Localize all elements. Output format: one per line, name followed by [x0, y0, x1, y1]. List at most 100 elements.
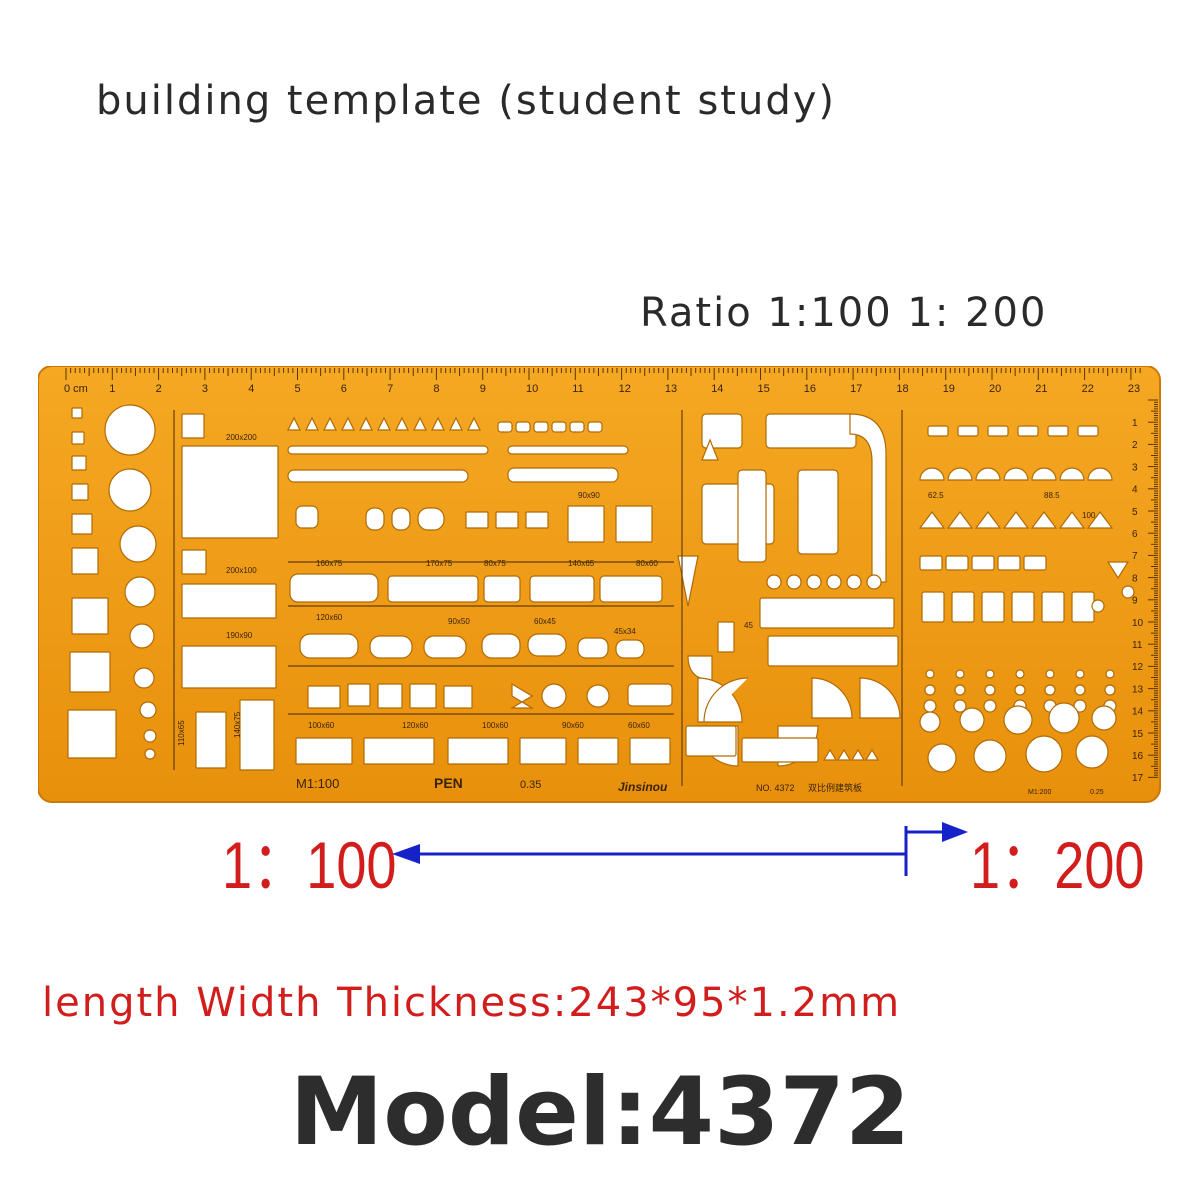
ruler-number: 5	[295, 383, 301, 395]
stencil-shape	[305, 416, 319, 431]
stencil-cutout	[921, 591, 945, 623]
side-ruler-number: 13	[1132, 684, 1144, 695]
size-label: 160x75	[316, 559, 343, 568]
stencil-circle	[1121, 585, 1135, 599]
stencil-cutout	[495, 511, 519, 529]
stencil-circle	[1045, 669, 1055, 679]
stencil-shape	[1002, 511, 1030, 529]
ratio-label: Ratio 1:100 1: 200	[640, 290, 1048, 336]
stencil-cutout	[181, 549, 207, 575]
stencil-cutout	[423, 635, 467, 659]
stencil-circle	[866, 574, 882, 590]
size-label: 120x60	[402, 721, 429, 730]
ruler-number: 3	[202, 383, 208, 395]
side-ruler-number: 2	[1132, 440, 1138, 451]
stencil-shape	[836, 748, 852, 761]
size-label: 110x65	[177, 720, 186, 746]
size-label: 60x45	[534, 617, 556, 626]
stencil-cutout	[1011, 591, 1035, 623]
scale-m1-100: M1:100	[296, 776, 339, 791]
pen-label: PEN	[434, 775, 463, 791]
stencil-cutout	[685, 725, 737, 757]
stencil-circle	[104, 404, 156, 456]
stencil-shape	[395, 416, 409, 431]
chinese-product-name: 双比例建筑板	[808, 782, 862, 793]
stencil-circle	[541, 683, 567, 709]
stencil-cutout	[287, 469, 469, 483]
stencil-cutout	[443, 685, 473, 709]
stencil-cutout	[533, 421, 549, 433]
stencil-cutout	[957, 425, 979, 437]
side-ruler-number: 17	[1132, 773, 1144, 784]
size-label: 80x60	[636, 559, 658, 568]
stencil-circle	[1105, 669, 1115, 679]
stencil-shape	[1030, 511, 1058, 529]
stencil-cutout	[797, 469, 839, 555]
stencil-cutout	[981, 591, 1005, 623]
stencil-cutout	[577, 737, 619, 765]
side-ruler-number: 11	[1132, 640, 1143, 651]
stencil-shape	[449, 416, 463, 431]
model-number-label: NO. 4372	[756, 783, 795, 793]
stencil-circle	[786, 574, 802, 590]
stencil-cutout	[483, 575, 521, 603]
stencil-cutout	[287, 445, 489, 455]
side-ruler-number: 1	[1132, 418, 1138, 429]
stencil-cutout	[363, 737, 435, 765]
stencil-circle	[133, 667, 155, 689]
size-label: 100x60	[308, 721, 335, 730]
stencil-shape	[919, 467, 945, 481]
stencil-cutout	[627, 683, 673, 707]
ruler-number: 17	[850, 383, 862, 395]
side-ruler-number: 9	[1132, 596, 1138, 607]
stencil-cutout	[497, 421, 513, 433]
side-ruler-number: 6	[1132, 529, 1138, 540]
stencil-circle	[1025, 735, 1063, 773]
stencil-shape	[701, 438, 719, 461]
ruler-number: 4	[248, 383, 254, 395]
stencil-cutout	[447, 737, 509, 765]
stencil-cutout	[289, 573, 379, 603]
stencil-cutout	[507, 445, 629, 455]
stencil-cutout	[239, 699, 275, 771]
stencil-shape	[359, 416, 373, 431]
stencil-circle	[129, 623, 155, 649]
stencil-circle	[766, 574, 782, 590]
ruler-number: 22	[1082, 383, 1094, 395]
stencil-circle	[1075, 735, 1109, 769]
side-ruler-number: 4	[1132, 485, 1138, 496]
side-ruler-number: 8	[1132, 573, 1138, 584]
pen-size-right: 0.25	[1090, 789, 1104, 796]
stencil-cutout	[1041, 591, 1065, 623]
stencil-cutout	[759, 597, 895, 629]
stencil-cutout	[527, 633, 567, 657]
scale-arrow	[392, 822, 968, 876]
scale-1-100-label: 1：100	[222, 828, 397, 902]
stencil-shape	[703, 677, 749, 723]
stencil-cutout	[465, 511, 489, 529]
stencil-shape	[509, 682, 535, 709]
model-heading: Model:4372	[289, 1058, 911, 1167]
stencil-shape	[850, 748, 866, 761]
ruler-number: 8	[433, 383, 439, 395]
size-label: 45x34	[614, 627, 636, 636]
stencil-shape	[822, 748, 838, 761]
stencil-shape	[431, 416, 445, 431]
arrow-left-head	[392, 844, 420, 864]
stencil-cutout	[369, 635, 413, 659]
stencil-cutout	[67, 709, 117, 759]
dimensions-text: length Width Thickness:243*95*1.2mm	[42, 980, 902, 1026]
stencil-shape	[467, 416, 481, 431]
stencil-cutout	[181, 645, 277, 689]
size-label: 45	[744, 621, 753, 630]
stencil-shape	[946, 511, 974, 529]
stencil-cutout	[615, 639, 645, 659]
ruler-number: 2	[156, 383, 162, 395]
size-label: 140x65	[568, 559, 595, 568]
stencil-cutout	[987, 425, 1009, 437]
stencil-circle	[1048, 702, 1080, 734]
stencil-shape	[1003, 467, 1029, 481]
stencil-circle	[925, 669, 935, 679]
stencil-shape	[377, 416, 391, 431]
stencil-cutout	[927, 425, 949, 437]
